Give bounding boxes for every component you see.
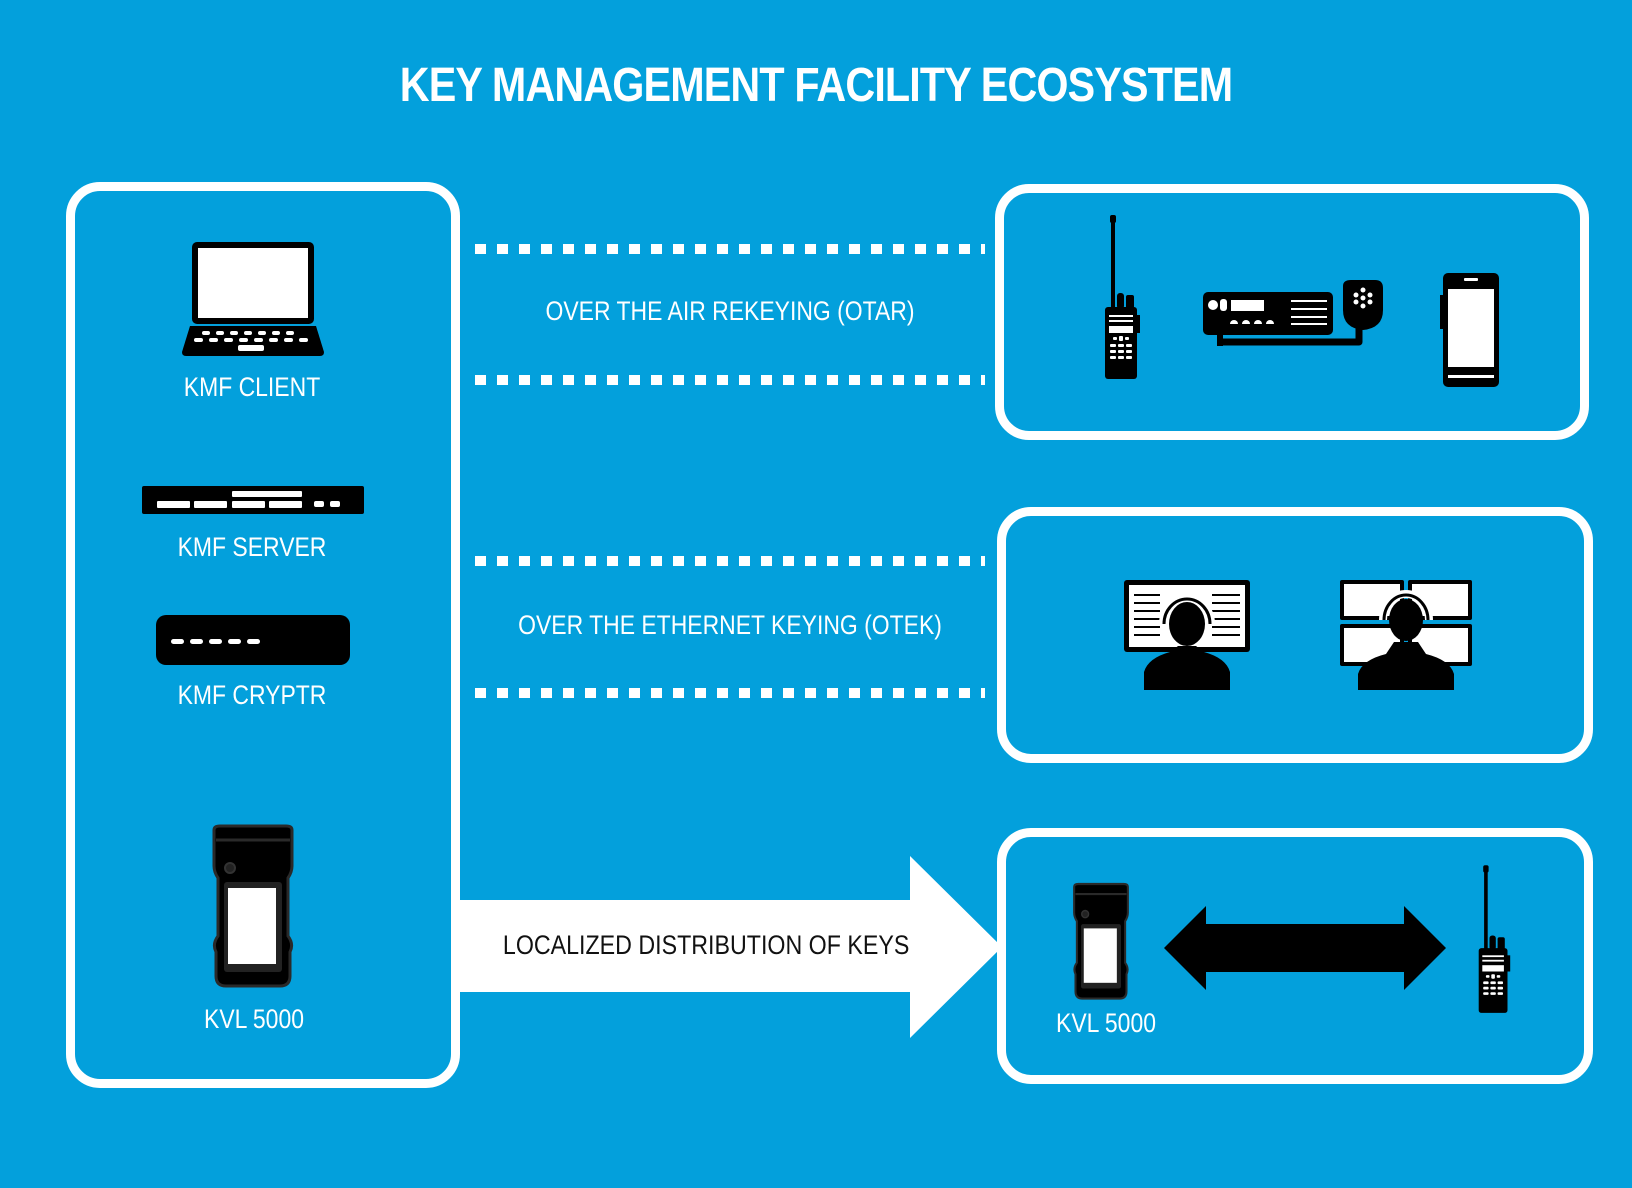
kmf-cryptr-label: KMF CRYPTR xyxy=(177,680,327,710)
otek-label: OVER THE ETHERNET KEYING (OTEK) xyxy=(518,610,942,640)
portable-radio-icon xyxy=(1102,215,1142,381)
otar-label: OVER THE AIR REKEYING (OTAR) xyxy=(545,296,915,326)
kmf-server-label: KMF SERVER xyxy=(177,532,327,562)
portable-radio-icon xyxy=(1476,857,1512,1023)
kmf-panel xyxy=(66,182,460,1088)
kmf-client-label: KMF CLIENT xyxy=(183,372,321,402)
diagram-title: KEY MANAGEMENT FACILITY ECOSYSTEM xyxy=(399,59,1233,112)
otek-dotted-line-top xyxy=(475,556,985,566)
otek-devices-panel xyxy=(997,507,1593,763)
localized-distribution-arrow xyxy=(460,856,1002,1038)
localized-distribution-label: LOCALIZED DISTRIBUTION OF KEYS xyxy=(502,930,910,960)
kvl-5000-right-label: KVL 5000 xyxy=(1056,1008,1156,1038)
crypto-module-icon xyxy=(156,615,350,665)
otek-dotted-line-bottom xyxy=(475,688,985,698)
otar-dotted-line-top xyxy=(475,244,985,254)
server-rack-icon xyxy=(142,486,364,514)
key-variable-loader-icon xyxy=(1070,882,1132,1000)
dispatcher-multi-monitor-icon xyxy=(1340,580,1474,690)
bidirectional-arrow-icon xyxy=(1164,906,1446,990)
key-variable-loader-icon xyxy=(208,824,298,988)
otar-devices-panel xyxy=(995,184,1589,440)
kvl-5000-label: KVL 5000 xyxy=(204,1004,304,1034)
smartphone-icon xyxy=(1440,273,1500,387)
local-distribution-panel xyxy=(997,828,1593,1084)
otar-dotted-line-bottom xyxy=(475,375,985,385)
mobile-radio-with-microphone-icon xyxy=(1203,280,1385,350)
laptop-icon xyxy=(182,240,324,358)
dispatcher-single-monitor-icon xyxy=(1124,580,1252,690)
